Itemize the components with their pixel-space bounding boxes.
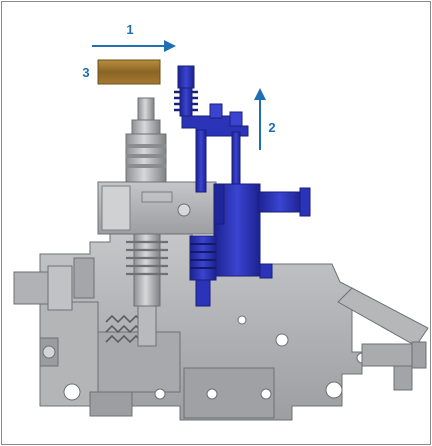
gray-spindle <box>125 97 168 347</box>
gray-housing <box>97 181 217 235</box>
blue-moving-part <box>174 65 311 307</box>
right-arm <box>337 287 429 391</box>
left-clamp <box>13 257 95 367</box>
brass-block <box>97 59 161 85</box>
label-2: 2 <box>268 120 275 135</box>
arrow-1 <box>92 40 176 52</box>
bottom-foot <box>89 391 133 417</box>
label-1: 1 <box>126 22 133 37</box>
label-3: 3 <box>82 65 89 80</box>
arrow-2 <box>254 88 266 150</box>
